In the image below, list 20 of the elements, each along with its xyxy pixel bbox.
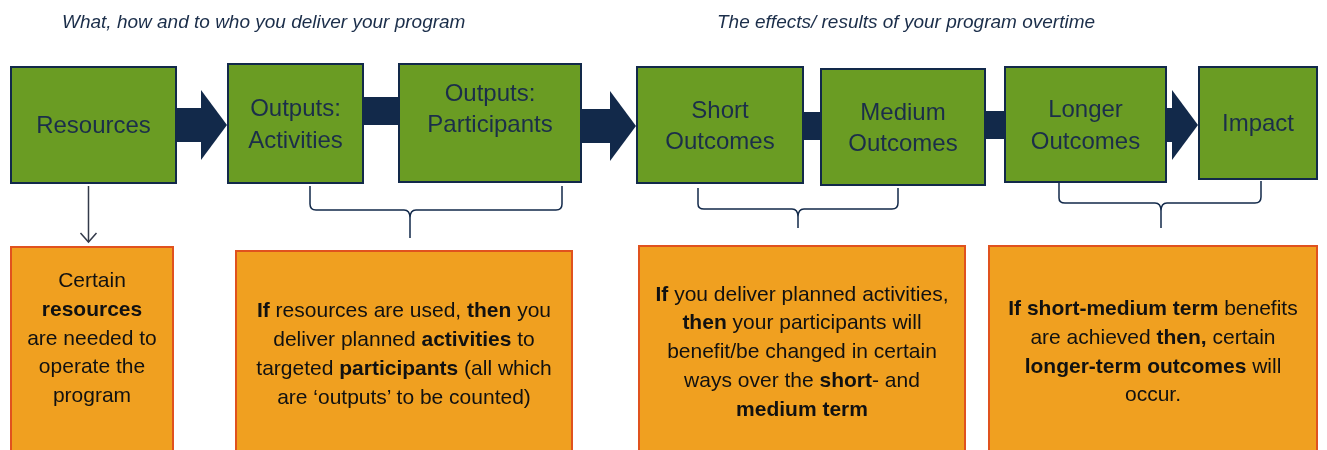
arrow (582, 91, 636, 161)
section-heading: What, how and to who you deliver your program (62, 11, 466, 33)
process-box: Outputs: Activities (227, 63, 364, 184)
arrow (177, 90, 227, 160)
process-box: Resources (10, 66, 177, 184)
process-box: Medium Outcomes (820, 68, 986, 186)
process-box: Short Outcomes (636, 66, 804, 184)
explanation-box: If resources are used, then you deliver planned activities to targeted participants (all which are ‘outputs’ to be counted) (235, 250, 573, 450)
section-heading: The effects/ results of your program overtime (717, 11, 1096, 33)
connector-bar (364, 97, 398, 125)
connector-bar (986, 111, 1004, 139)
process-box: Longer Outcomes (1004, 66, 1167, 183)
connector-bar (804, 112, 820, 140)
explanation-box: If short-medium term benefits are achieved then, certain longer-term outcomes will occur. (988, 245, 1318, 450)
arrow (1167, 90, 1198, 160)
process-box: Outputs: Participants (398, 63, 582, 183)
explanation-box: If you deliver planned activities, then your participants will benefit/be changed in certain ways over the short- and medium term (638, 245, 966, 450)
explanation-box: Certain resources are needed to operate the program (10, 246, 174, 450)
process-box: Impact (1198, 66, 1318, 180)
arrow (79, 185, 98, 243)
